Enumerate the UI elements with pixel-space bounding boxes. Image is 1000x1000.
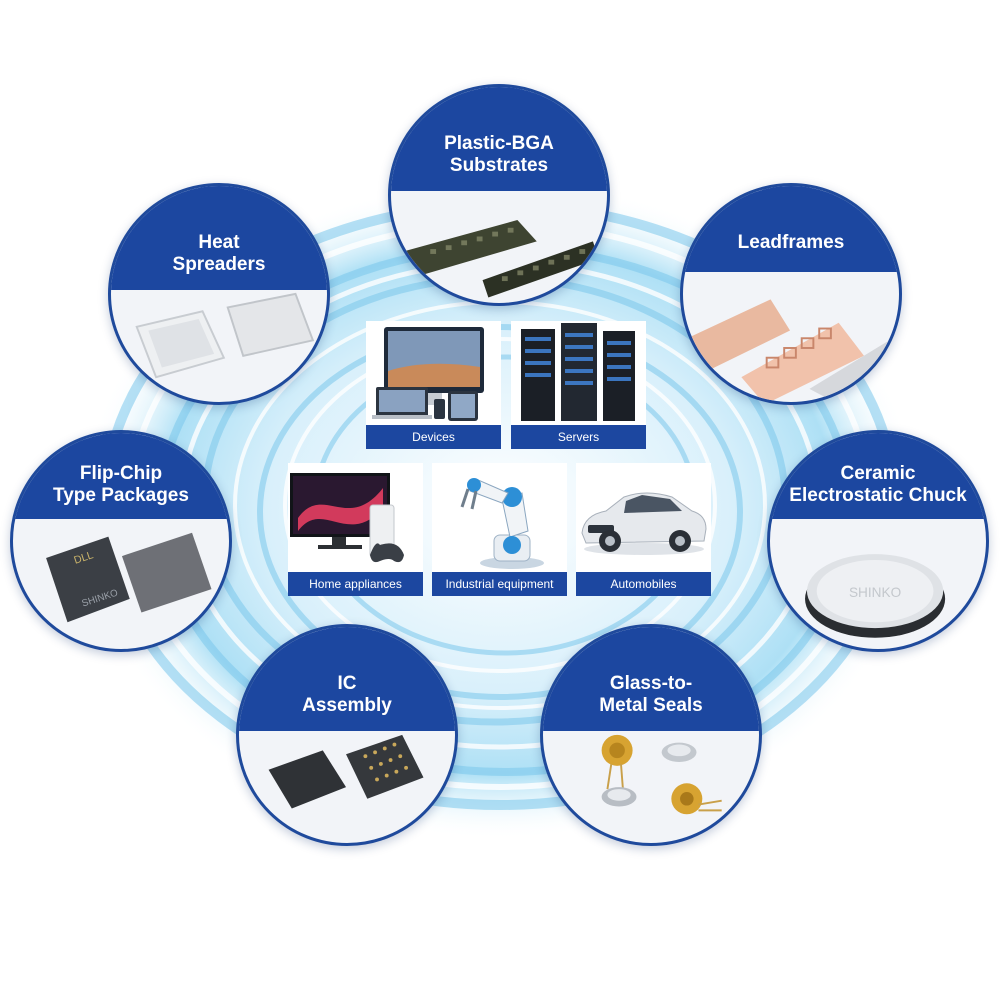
product-title: IC Assembly bbox=[302, 672, 392, 716]
product-flip-chip-type-packages[interactable]: Flip-Chip Type Packages DLL SHINKO bbox=[10, 430, 232, 652]
app-home-appliances[interactable]: Home appliances bbox=[288, 463, 423, 596]
product-title: Glass-to- Metal Seals bbox=[599, 672, 703, 716]
product-title: Plastic-BGA Substrates bbox=[444, 132, 554, 176]
servers-icon bbox=[511, 321, 646, 425]
product-glass-to-metal-seals[interactable]: Glass-to- Metal Seals bbox=[540, 624, 762, 846]
app-servers[interactable]: Servers bbox=[511, 321, 646, 449]
bga-substrate-icon bbox=[391, 191, 607, 303]
app-label: Industrial equipment bbox=[432, 572, 567, 596]
car-icon bbox=[576, 463, 711, 572]
app-automobiles[interactable]: Automobiles bbox=[576, 463, 711, 596]
product-leadframes[interactable]: Leadframes bbox=[680, 183, 902, 405]
home-appliances-icon bbox=[288, 463, 423, 572]
devices-icon bbox=[366, 321, 501, 425]
heat-spreader-icon bbox=[111, 290, 327, 402]
chuck-watermark: SHINKO bbox=[849, 585, 901, 600]
robot-arm-icon bbox=[432, 463, 567, 572]
product-title: Flip-Chip Type Packages bbox=[53, 463, 189, 507]
app-label: Servers bbox=[511, 425, 646, 449]
product-heat-spreaders[interactable]: Heat Spreaders bbox=[108, 183, 330, 405]
product-title: Leadframes bbox=[737, 232, 845, 254]
electrostatic-chuck-icon: SHINKO bbox=[770, 519, 986, 649]
product-title: Heat Spreaders bbox=[172, 231, 266, 275]
app-label: Devices bbox=[366, 425, 501, 449]
product-plastic-bga-substrates[interactable]: Plastic-BGA Substrates bbox=[388, 84, 610, 306]
product-ic-assembly[interactable]: IC Assembly bbox=[236, 624, 458, 846]
chip-marking: DLL bbox=[72, 550, 94, 567]
leadframe-icon bbox=[683, 272, 899, 402]
app-devices[interactable]: Devices bbox=[366, 321, 501, 449]
ic-chip-icon bbox=[239, 731, 455, 843]
glass-metal-seal-icon bbox=[543, 731, 759, 843]
app-label: Home appliances bbox=[288, 572, 423, 596]
flip-chip-icon: DLL SHINKO bbox=[13, 519, 229, 649]
app-industrial-equipment[interactable]: Industrial equipment bbox=[432, 463, 567, 596]
product-ceramic-electrostatic-chuck[interactable]: Ceramic Electrostatic Chuck SHINKO bbox=[767, 430, 989, 652]
app-label: Automobiles bbox=[576, 572, 711, 596]
product-title: Ceramic Electrostatic Chuck bbox=[789, 463, 967, 507]
